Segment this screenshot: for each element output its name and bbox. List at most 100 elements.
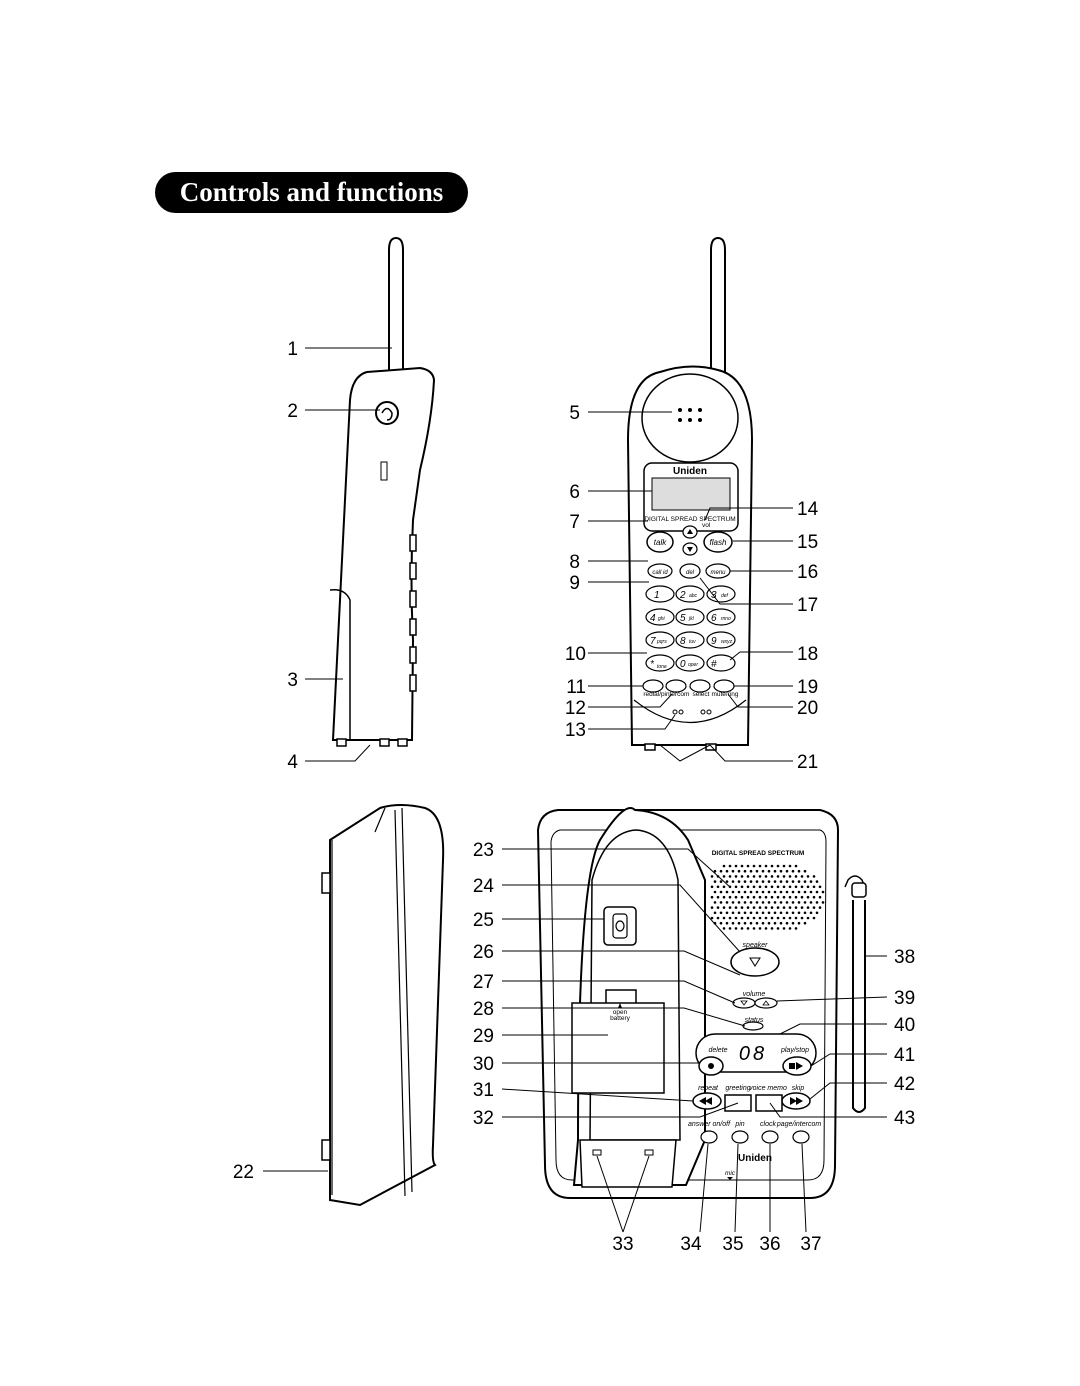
grille-dot [710, 906, 714, 909]
grille-dot [731, 869, 735, 873]
grille-dot [770, 906, 774, 909]
callout-40: 40 [894, 1015, 915, 1036]
grille-dot [776, 875, 780, 878]
grille-dot [812, 916, 816, 920]
callout-5: 5 [569, 403, 580, 424]
grille-dot [743, 890, 747, 894]
base-dss-label: DIGITAL SPREAD SPECTRUM [712, 850, 805, 857]
grille-dot [710, 895, 714, 899]
grille-dot [794, 916, 798, 920]
grille-dot [737, 901, 741, 904]
skip-label: skip [792, 1085, 805, 1092]
grille-dot [719, 921, 723, 925]
grille-dot [755, 869, 759, 873]
grille-dot [755, 901, 759, 904]
grille-dot [773, 911, 777, 915]
select-key-label: select [693, 691, 710, 698]
grille-dot [749, 880, 753, 883]
grille-dot [806, 906, 810, 909]
pin-label: pin [734, 1121, 744, 1128]
base-labels: DIGITAL SPREAD SPECTRUM speaker volume s… [610, 850, 821, 1177]
status-label: status [745, 1017, 764, 1024]
grille-dot [728, 916, 732, 920]
del-key-label: del [686, 570, 695, 576]
grille-dot [779, 869, 783, 873]
grille-dot [722, 916, 726, 920]
grille-dot [749, 890, 753, 894]
grille-dot [809, 901, 813, 904]
key-4-letters: ghi [658, 616, 666, 622]
grille-dot [722, 885, 726, 889]
key-5-letters: jkl [688, 616, 695, 622]
callout-18: 18 [797, 644, 818, 665]
grille-dot [728, 875, 732, 878]
play-stop-label: play/stop [780, 1047, 809, 1054]
callout-14: 14 [797, 499, 819, 520]
grille-dot [731, 911, 735, 915]
grille-dot [779, 880, 783, 883]
grille-dot [719, 890, 723, 894]
battery-open-label: open [613, 1009, 628, 1016]
grille-dot [782, 927, 786, 930]
grille-dot [713, 880, 717, 883]
grille-dot [740, 875, 744, 878]
grille-dot [752, 906, 756, 909]
grille-dot [725, 880, 729, 883]
key-5-digit: 5 [680, 613, 686, 624]
grille-dot [743, 880, 747, 883]
grille-dot [746, 875, 750, 878]
key-star-digit: * [650, 659, 655, 670]
callout-34: 34 [680, 1234, 702, 1255]
grille-dot [785, 880, 789, 883]
grille-dot [821, 901, 825, 904]
grille-dot [737, 921, 741, 925]
flash-key-label: flash [710, 538, 727, 547]
callout-28: 28 [473, 999, 494, 1020]
grille-dot [722, 875, 726, 878]
grille-dot [743, 901, 747, 904]
grille-dot [734, 916, 738, 920]
grille-dot [716, 895, 720, 899]
key-7-digit: 7 [650, 636, 656, 647]
grille-dot [749, 901, 753, 904]
grille-dot [779, 901, 783, 904]
grille-dot [791, 890, 795, 894]
key-9-letters: wxyz [721, 639, 733, 645]
grille-dot [791, 911, 795, 915]
grille-dot [818, 906, 822, 909]
key-9-digit: 9 [711, 636, 717, 647]
grille-dot [800, 885, 804, 889]
callout-39: 39 [894, 988, 915, 1009]
grille-dot [749, 911, 753, 915]
grille-dot [806, 916, 810, 920]
grille-dot [728, 895, 732, 899]
callout-36: 36 [759, 1234, 780, 1255]
grille-dot [725, 921, 729, 925]
grille-dot [785, 911, 789, 915]
grille-dot [716, 916, 720, 920]
grille-dot [797, 901, 801, 904]
grille-dot [779, 911, 783, 915]
grille-dot [713, 901, 717, 904]
callout-25: 25 [473, 910, 494, 931]
grille-dot [812, 906, 816, 909]
callout-11: 11 [566, 677, 586, 698]
grille-dot [773, 901, 777, 904]
handset-front-view [626, 236, 754, 751]
grille-dot [797, 869, 801, 873]
grille-dot [725, 890, 729, 894]
grille-dot [797, 921, 801, 925]
grille-dot [734, 906, 738, 909]
grille-dot [806, 875, 810, 878]
grille-dot [722, 864, 726, 868]
grille-dot [803, 901, 807, 904]
grille-dot [767, 921, 771, 925]
grille-dot [794, 906, 798, 909]
grille-dot [740, 927, 744, 930]
grille-dot [734, 895, 738, 899]
grille-dot [746, 864, 750, 868]
grille-dot [788, 895, 792, 899]
callout-numbers: 1 2 3 4 5 6 7 8 9 10 11 12 13 14 15 16 1… [233, 339, 915, 1255]
repeat-label: repeat [698, 1085, 719, 1092]
grille-dot [782, 875, 786, 878]
